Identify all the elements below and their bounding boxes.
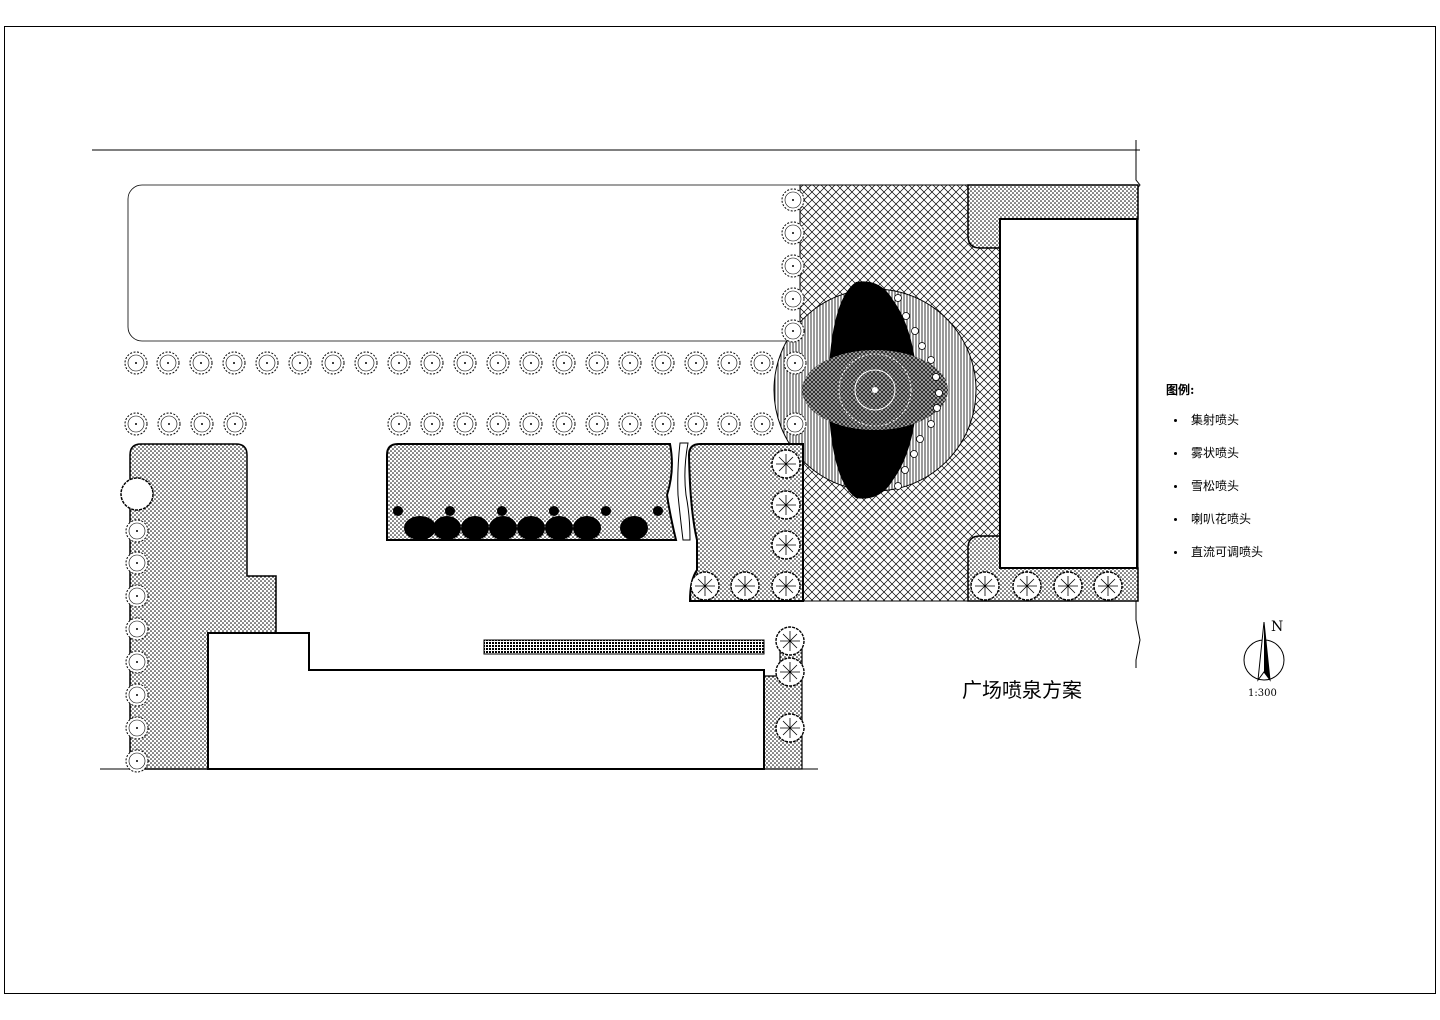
building-right [999, 218, 1138, 569]
nozzle-icon [1174, 518, 1177, 521]
planting-bed-left [129, 443, 277, 770]
legend-item: 直流可调喷头 [1174, 543, 1263, 560]
legend-item: 集射喷头 [1174, 411, 1239, 428]
shrubs-middle-bed [393, 506, 663, 540]
nozzle-icon [1174, 551, 1177, 554]
lawn-area [127, 184, 829, 342]
north-arrow [1243, 621, 1285, 682]
large-tree-left [120, 477, 154, 511]
hedge-strip [483, 639, 765, 655]
north-label: N [1271, 619, 1284, 635]
plan-title: 广场喷泉方案 [962, 678, 1082, 702]
fountain-nozzles [894, 294, 943, 490]
tree-row-lower [387, 412, 807, 436]
nozzle-icon [1174, 419, 1177, 422]
planting-bed-middle [386, 443, 678, 541]
legend-title: 图例: [1166, 383, 1195, 397]
drawing-frame [4, 26, 1436, 994]
tree-row-upper [124, 351, 807, 375]
legend-item: 雾状喷头 [1174, 444, 1239, 461]
legend-item: 雪松喷头 [1174, 477, 1239, 494]
legend-item: 喇叭花喷头 [1174, 510, 1251, 527]
nozzle-icon [1174, 452, 1177, 455]
tree-row-lower-left [124, 412, 247, 436]
planting-strip-small [763, 635, 803, 770]
scale-label: 1:300 [1248, 688, 1277, 699]
nozzle-icon [1174, 485, 1177, 488]
